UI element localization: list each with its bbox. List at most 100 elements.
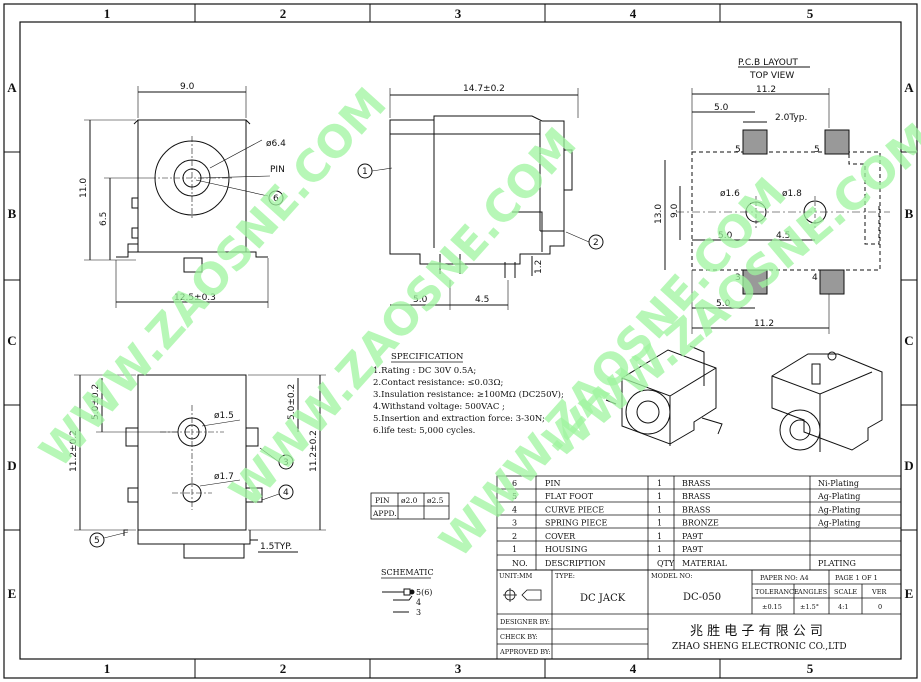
bom-cell-plating: Ag-Plating	[817, 492, 860, 501]
pcb-dim-bot-11: 11.2	[754, 319, 774, 329]
bottom-dim-hole-1: ø1.5	[214, 411, 234, 421]
bom-cell-plating: Ni-Plating	[818, 479, 859, 488]
col-1-top: 1	[104, 6, 111, 21]
side-dim-4-5: 4.5	[475, 295, 489, 305]
tb-model-label: MODEL NO:	[651, 572, 693, 580]
pin-table-h2: ø2.0	[401, 496, 418, 505]
pin-table-h3: ø2.5	[427, 496, 444, 505]
tb-angles-h: ANGLES	[797, 588, 827, 596]
bottom-dim-left-5: 5.0±0.2	[91, 384, 101, 420]
title-block	[496, 569, 902, 660]
bom-cell-desc: COVER	[545, 532, 576, 541]
pcb-title: P.C.B LAYOUT	[738, 58, 798, 68]
outer-frame	[3, 3, 918, 679]
pcb-layout	[664, 66, 890, 334]
pcb-subtitle: TOP VIEW	[749, 71, 794, 81]
side-view	[357, 88, 604, 310]
bom-header-no: NO.	[512, 559, 528, 568]
pcb-dim-mid-5: 5.0	[718, 231, 733, 241]
row-e-left: E	[8, 586, 17, 601]
side-dim-1-2: 1.2	[534, 260, 544, 274]
schematic	[381, 577, 431, 613]
front-dim-height: 11.0	[79, 178, 89, 198]
inner-frame	[19, 21, 902, 660]
pcb-dim-bot-5: 5.0	[716, 299, 731, 309]
row-e-right: E	[905, 586, 914, 601]
front-dim-center: 6.5	[99, 212, 109, 226]
callout-4: 4	[283, 488, 289, 498]
schematic-label-5: 5(6)	[416, 588, 432, 597]
spec-line-5: 5.Insertion and extraction force: 3-30N;	[373, 414, 545, 424]
tb-designer: DESIGNER BY:	[500, 618, 550, 626]
tb-page: PAGE 1 OF 1	[835, 574, 878, 582]
col-4-bottom: 4	[630, 661, 637, 676]
bottom-dim-right-11: 11.2±0.2	[309, 430, 319, 472]
bom-cell-qty: 1	[657, 479, 662, 488]
row-b-right: B	[905, 206, 914, 221]
bom-cell-material: BRASS	[682, 505, 711, 514]
bom-cell-plating: Ag-Plating	[817, 519, 860, 528]
row-d-left: D	[7, 458, 16, 473]
bottom-dim-left-11: 11.2±0.2	[69, 430, 79, 472]
spec-line-3: 3.Insulation resistance: ≥100MΩ (DC250V)…	[373, 389, 564, 400]
bom-cell-no: 6	[512, 479, 517, 488]
pcb-pad-5a: 5	[735, 145, 741, 155]
row-b-left: B	[8, 206, 17, 221]
bom-cell-material: BRONZE	[682, 519, 719, 528]
callout-3: 3	[283, 458, 289, 468]
col-3-bottom: 3	[455, 661, 462, 676]
callout-6: 6	[273, 194, 279, 204]
bom-header-qty: QTY	[657, 559, 675, 568]
pin-table	[370, 492, 450, 520]
bom-cell-qty: 1	[657, 545, 662, 554]
bom-cell-desc: CURVE PIECE	[545, 505, 604, 514]
col-3-top: 3	[455, 6, 462, 21]
bom-cell-no: 1	[512, 545, 517, 554]
bottom-dim-typ: 1.5TYP.	[260, 542, 292, 552]
tb-type-label: TYPE:	[555, 572, 575, 580]
schematic-label-4: 4	[416, 598, 421, 607]
bom-table	[496, 475, 902, 571]
bom-cell-desc: PIN	[545, 479, 561, 488]
bom-cell-material: BRASS	[682, 479, 711, 488]
schematic-title: SCHEMATIC	[381, 568, 434, 577]
bottom-dim-right-5: 5.0±0.2	[287, 384, 297, 420]
bom-header-material: MATERIAL	[682, 559, 728, 568]
bom-cell-no: 5	[512, 492, 517, 501]
tb-model-value: DC-050	[683, 592, 721, 603]
pcb-dim-2-typ: 2.0Typ.	[775, 113, 807, 123]
pcb-dim-hole-2: ø1.8	[782, 189, 802, 199]
tb-ver-v: 0	[878, 603, 882, 611]
bom-cell-desc: FLAT FOOT	[545, 492, 594, 501]
col-2-bottom: 2	[280, 661, 287, 676]
bom-cell-no: 2	[512, 532, 517, 541]
watermark: WWW.ZAOSNE.COM WWW.ZAOSNE.COM WWW.ZAOSNE…	[30, 78, 921, 567]
spec-line-1: 1.Rating : DC 30V 0.5A;	[373, 366, 476, 376]
tb-company-en: ZHAO SHENG ELECTRONIC CO.,LTD	[672, 642, 847, 652]
callout-5: 5	[94, 536, 100, 546]
bom-cell-desc: HOUSING	[545, 545, 587, 554]
bottom-view	[74, 374, 326, 559]
bom-cell-material: BRASS	[682, 492, 711, 501]
front-dim-width: 9.0	[180, 82, 195, 92]
pcb-dim-mid-4-5: 4.5	[776, 231, 790, 241]
bom-cell-material: PA9T	[682, 532, 704, 541]
bom-cell-desc: SPRING PIECE	[545, 519, 607, 528]
row-c-left: C	[7, 333, 16, 348]
row-a-left: A	[7, 80, 17, 95]
pcb-dim-9: 9.0	[670, 203, 680, 218]
pcb-dim-top-5: 5.0	[714, 103, 729, 113]
tb-check: CHECK BY:	[500, 633, 538, 641]
isometric-view-left	[605, 345, 723, 446]
tb-type-value: DC JACK	[580, 593, 626, 604]
pcb-dim-top-11: 11.2	[756, 85, 776, 95]
isometric-view-right	[771, 351, 883, 452]
tb-approved: APPROVED BY:	[499, 648, 551, 656]
tb-scale-v: 4:1	[838, 603, 848, 611]
pcb-dim-13: 13.0	[654, 204, 664, 224]
spec-title: SPECIFICATION	[391, 352, 464, 362]
spec-line-4: 4.Withstand voltage: 500VAC ;	[373, 402, 505, 412]
col-2-top: 2	[280, 6, 287, 21]
bom-cell-no: 4	[512, 505, 517, 514]
front-pin-label: PIN	[270, 165, 285, 175]
